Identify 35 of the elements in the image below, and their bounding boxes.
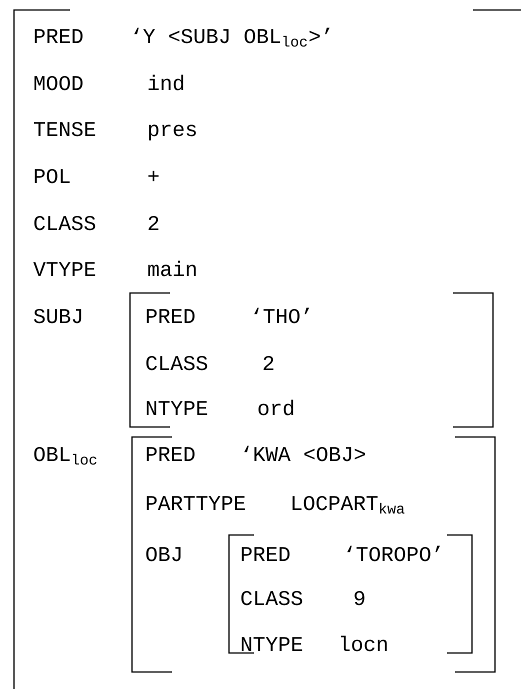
attribute-value: main: [148, 260, 196, 276]
attribute-name: MOOD: [34, 76, 83, 90]
attribute-value: 2: [264, 356, 274, 370]
attribute-value: ‘Y <SUBJ OBL$_{loc}$>’: [134, 28, 330, 47]
attribute-name: NTYPE: [146, 401, 208, 415]
attribute-value: LOCPART$_{kwa}$: [292, 496, 404, 514]
attribute-name: OBJ: [146, 546, 181, 562]
attribute-name: CLASS: [34, 216, 96, 230]
attribute-name: PARTTYPE: [146, 496, 245, 510]
attribute-value: pres: [149, 124, 196, 140]
attribute-value-matrix: [131, 436, 496, 673]
attribute-value: OBL$_{loc}$: [34, 446, 96, 465]
attribute-value: locn: [340, 636, 387, 652]
attribute-name: PRED: [34, 29, 83, 43]
attribute-name: CLASS: [146, 356, 208, 370]
attribute-value-matrix: [228, 534, 473, 654]
attribute-name: NTYPE: [242, 637, 302, 651]
attribute-name: TENSE: [34, 122, 96, 136]
attribute-name: PRED: [242, 547, 290, 561]
attribute-value: ‘KWA <OBJ>: [244, 446, 365, 462]
attribute-value: ‘TOROPO’: [347, 546, 440, 562]
attribute-name: CLASS: [241, 590, 302, 606]
attribute-value: ‘THO’: [254, 308, 310, 324]
attribute-value-matrix: [129, 292, 494, 428]
attribute-value: 9: [354, 590, 364, 606]
attribute-value: ind: [148, 74, 184, 90]
attribute-name: PRED: [146, 309, 195, 323]
attribute-value: 2: [148, 216, 158, 230]
attribute-name: POL: [34, 168, 70, 184]
attribute-value-matrix: [13, 9, 521, 689]
attribute-name: PRED: [146, 447, 195, 461]
attribute-name: SUBJ: [34, 308, 82, 324]
attribute-name: VTYPE: [33, 262, 96, 276]
attribute-value: +: [148, 170, 159, 182]
attribute-value: ord: [258, 400, 294, 416]
